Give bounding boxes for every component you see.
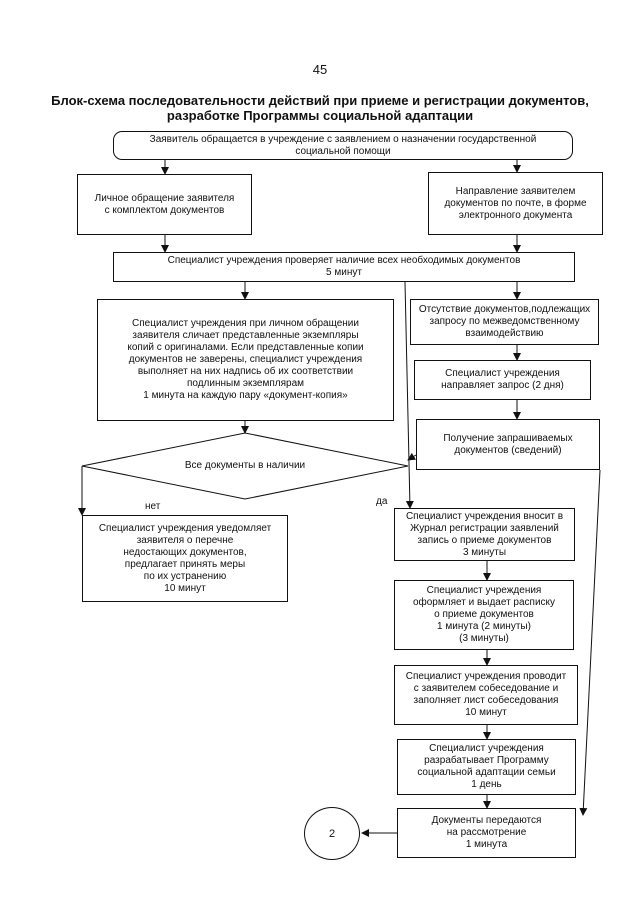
arrow-received-to-transfer	[579, 469, 601, 816]
decision-diamond	[81, 432, 409, 500]
copy-verification-box: Специалист учреждения при личном обращен…	[97, 299, 394, 421]
adaptation-program-box: Специалист учреждения разрабатывает Прог…	[397, 739, 576, 795]
decision-no-label: нет	[145, 501, 161, 512]
document-check-box: Специалист учреждения проверяет наличие …	[113, 252, 575, 282]
personal-visit-box: Личное обращение заявителя с комплектом …	[77, 174, 252, 235]
arrow-check-to-journal	[404, 281, 414, 509]
mail-submission-box: Направление заявителем документов по поч…	[428, 172, 603, 235]
notify-applicant-box: Специалист учреждения уведомляет заявите…	[82, 515, 288, 602]
decision-label: Все документы в наличии	[184, 460, 306, 471]
decision-yes-label: да	[376, 496, 388, 507]
arrow-received-to-decision	[407, 452, 417, 461]
issue-receipt-box: Специалист учреждения оформляет и выдает…	[394, 580, 574, 650]
page-connector-circle: 2	[304, 807, 360, 860]
documents-received-box: Получение запрашиваемых документов (свед…	[416, 419, 600, 470]
page-number: 45	[312, 62, 328, 77]
send-request-box: Специалист учреждения направляет запрос …	[414, 360, 591, 400]
journal-registration-box: Специалист учреждения вносит в Журнал ре…	[394, 508, 575, 561]
start-node: Заявитель обращается в учреждение с заяв…	[113, 131, 573, 160]
missing-documents-box: Отсутствие документов,подлежащих запросу…	[410, 299, 599, 345]
interview-box: Специалист учреждения проводит с заявите…	[394, 665, 578, 725]
page-title: Блок-схема последовательности действий п…	[51, 93, 589, 123]
documents-transfer-box: Документы передаются на рассмотрение 1 м…	[397, 808, 576, 858]
